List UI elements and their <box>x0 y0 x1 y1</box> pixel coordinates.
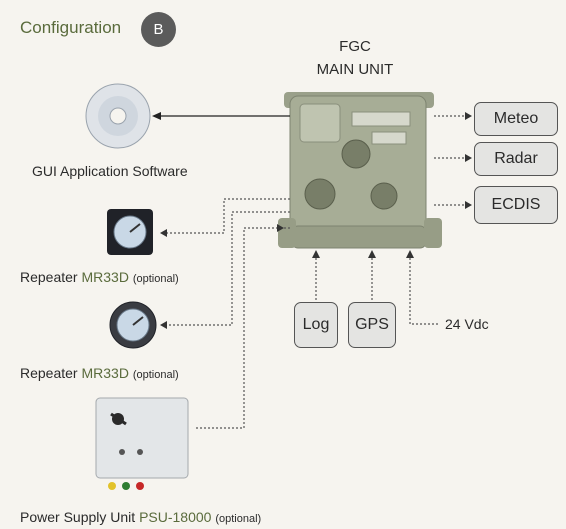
software-label: GUI Application Software <box>32 163 188 179</box>
repeater1-note: (optional) <box>132 273 179 285</box>
ecdis-box: ECDIS <box>474 186 558 224</box>
radar-box: Radar <box>474 142 558 176</box>
diagram-title: Configuration <box>20 18 122 37</box>
psu-icon <box>95 397 189 490</box>
repeater1-icon <box>107 209 153 255</box>
repeater2-model: MR33D <box>81 365 129 381</box>
repeater1-label: Repeater MR33D (optional) <box>20 269 179 285</box>
software-cd-icon <box>85 83 151 149</box>
repeater1-model: MR33D <box>81 269 129 285</box>
repeater2-icon <box>109 301 157 349</box>
meteo-box: Meteo <box>474 102 558 136</box>
repeater2-label: Repeater MR33D (optional) <box>20 365 179 381</box>
configuration-badge: B <box>141 12 176 47</box>
log-box: Log <box>294 302 338 348</box>
main-unit-device <box>278 92 442 249</box>
repeater1-prefix: Repeater <box>20 269 82 285</box>
main-unit-line1: FGC <box>339 38 371 55</box>
repeater2-prefix: Repeater <box>20 365 82 381</box>
psu-note: (optional) <box>215 513 262 525</box>
psu-model: PSU-18000 <box>139 509 212 525</box>
repeater2-note: (optional) <box>132 369 179 381</box>
psu-prefix: Power Supply Unit <box>20 509 140 525</box>
main-unit-title: FGC MAIN UNIT <box>300 35 410 81</box>
main-unit-line2: MAIN UNIT <box>316 61 394 78</box>
psu-label: Power Supply Unit PSU-18000 (optional) <box>20 509 261 525</box>
power-input-label: 24 Vdc <box>445 316 489 332</box>
gps-box: GPS <box>348 302 396 348</box>
